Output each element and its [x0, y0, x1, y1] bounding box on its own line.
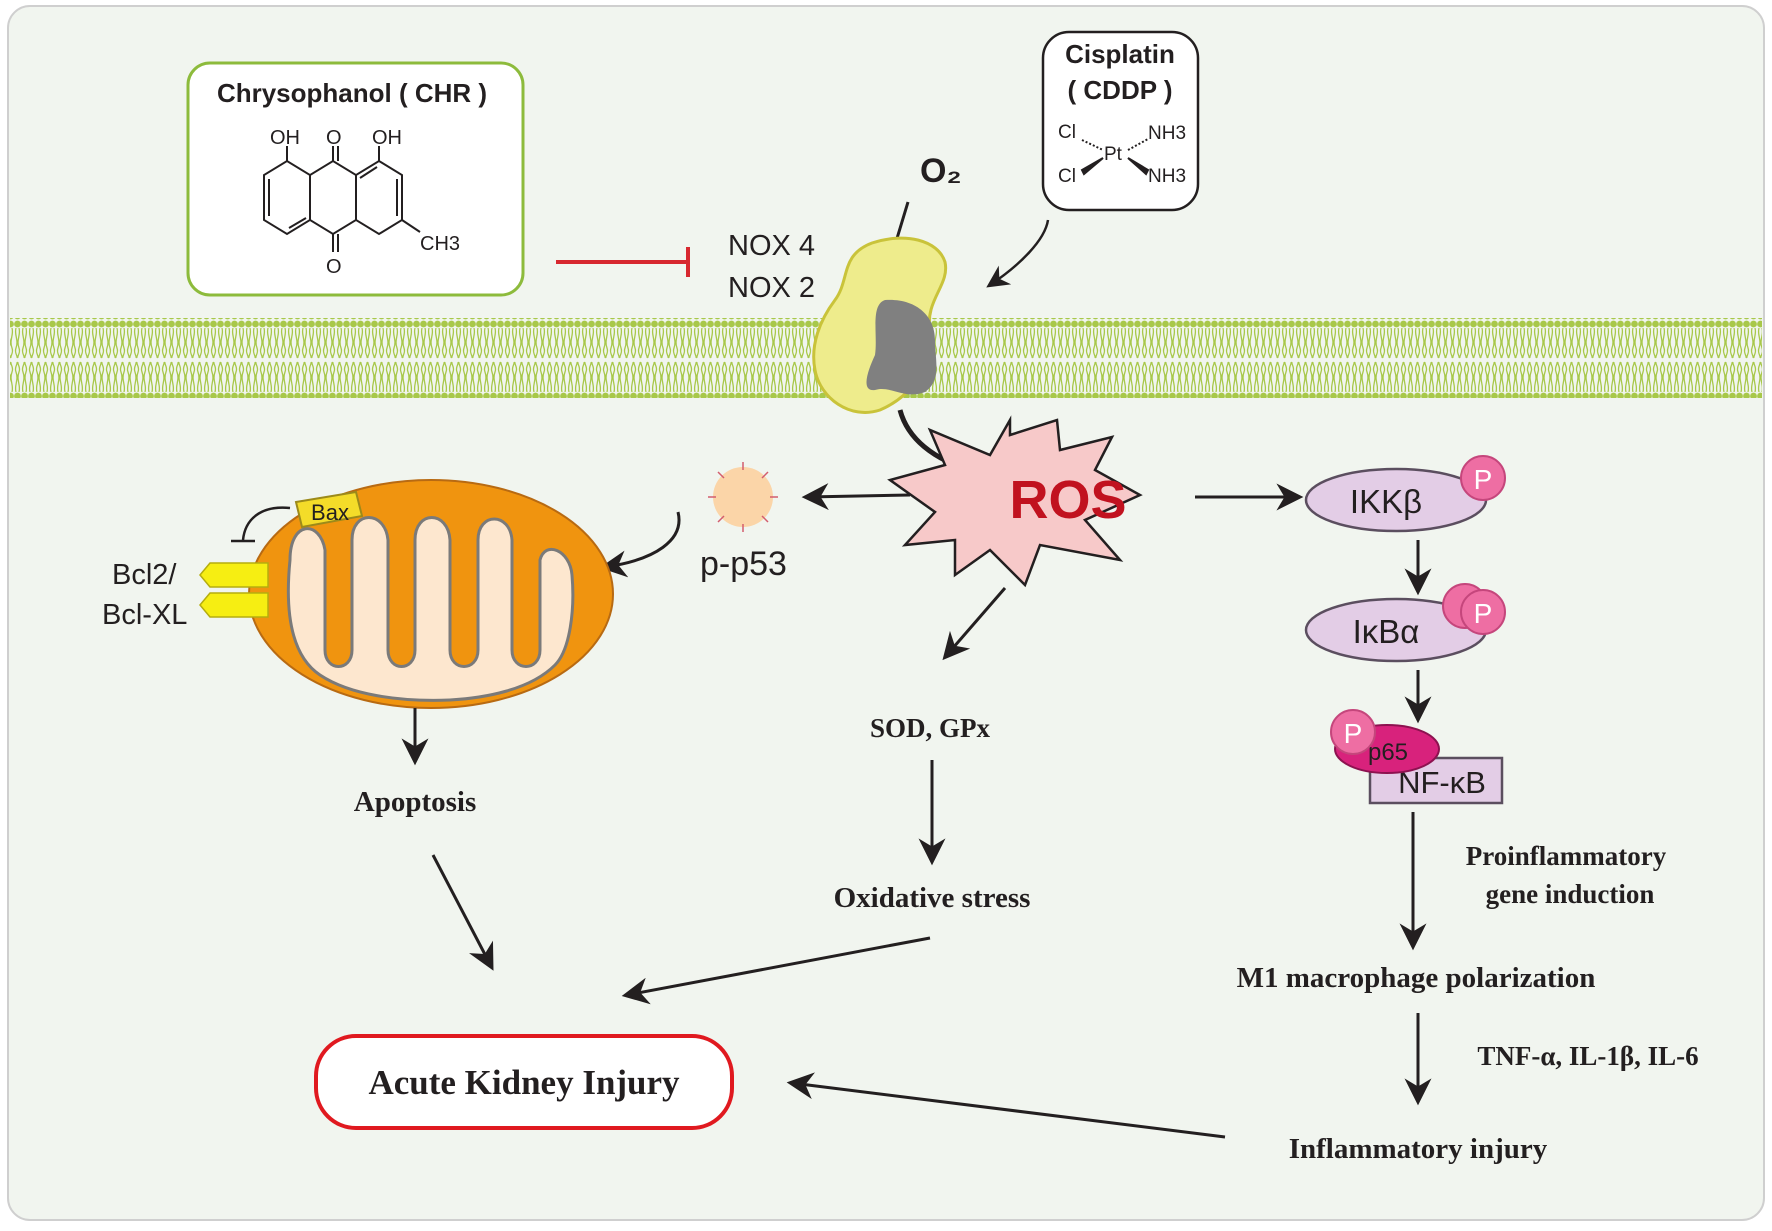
p-p65-label: P — [1344, 718, 1363, 749]
ch3-label: CH3 — [420, 233, 460, 255]
o2-label: O₂ — [920, 152, 962, 190]
gene-induction-label: gene induction — [1486, 879, 1655, 909]
background-panel — [7, 5, 1765, 1221]
ikba-label: IκBα — [1353, 613, 1420, 650]
nox-enzyme — [812, 236, 948, 414]
cddp-label: ( CDDP ) — [1068, 75, 1173, 105]
apoptosis-label: Apoptosis — [354, 786, 477, 818]
mitochondrion — [248, 479, 614, 709]
ros-to-p53-arrow — [801, 483, 911, 511]
oxidative-to-aki-arrow — [621, 936, 931, 1005]
oh-left-label: OH — [270, 127, 300, 149]
pt-label: Pt — [1104, 144, 1123, 165]
injury-to-aki-arrow — [786, 1072, 1226, 1139]
bcl2-label: Bcl2/ — [112, 559, 177, 591]
cisplatin-bonds — [1080, 138, 1150, 176]
p53-to-mito-arrow — [599, 511, 681, 578]
nox2-label: NOX 2 — [728, 272, 815, 304]
apoptosis-to-aki-arrow — [431, 854, 494, 971]
chrysophanol-structure — [263, 146, 421, 252]
aki-box: Acute Kidney Injury — [314, 1034, 734, 1130]
oxidative-stress-label: Oxidative stress — [834, 882, 1031, 914]
m1-polarization-label: M1 macrophage polarization — [1237, 962, 1596, 994]
o-top-label: O — [326, 127, 342, 149]
p53-particle — [708, 462, 778, 532]
phospho-p65 — [1330, 709, 1376, 755]
phospho-ikba-2 — [1460, 589, 1506, 635]
p-ikk-label: P — [1474, 464, 1493, 495]
cl-top-label: Cl — [1058, 122, 1076, 143]
aki-label: Acute Kidney Injury — [368, 1063, 680, 1102]
oh-right-label: OH — [372, 127, 402, 149]
cl-bottom-label: Cl — [1058, 166, 1076, 187]
nox4-label: NOX 4 — [728, 230, 815, 262]
nh3-bottom-label: NH3 — [1148, 166, 1186, 187]
sod-label: SOD, GPx — [870, 713, 991, 743]
ros-label: ROS — [1009, 470, 1126, 530]
cytokines-label: TNF-α, IL-1β, IL-6 — [1477, 1041, 1698, 1071]
bax-protein: Bax — [294, 490, 364, 529]
chrysophanol-label: Chrysophanol ( CHR ) — [217, 78, 487, 108]
nfkb-complex: NF-κB p65 P — [1330, 709, 1504, 805]
phospho-ikk — [1460, 455, 1506, 501]
ros-to-sod-arrow — [942, 587, 1007, 661]
cisplatin-box: Cisplatin ( CDDP ) Cl Cl Pt NH3 NH3 — [1041, 30, 1200, 212]
chrysophanol-box: Chrysophanol ( CHR ) OH O OH CH3 O — [186, 61, 525, 297]
proinflammatory-label: Proinflammatory — [1466, 841, 1667, 871]
ros-burst: ROS — [887, 415, 1143, 588]
p53-label: p-p53 — [700, 545, 787, 583]
bax-label: Bax — [311, 500, 349, 525]
p-ikba-label: P — [1474, 598, 1493, 629]
p65-label: p65 — [1368, 739, 1408, 766]
inhibition-arrow — [556, 247, 690, 277]
inflammatory-injury-label: Inflammatory injury — [1289, 1133, 1548, 1165]
cisplatin-label: Cisplatin — [1065, 39, 1175, 69]
bcl2-protein — [199, 562, 269, 618]
cisplatin-arrow — [986, 219, 1050, 288]
o-bottom-label: O — [326, 256, 342, 278]
bax-inhibit-line — [241, 506, 291, 541]
nh3-top-label: NH3 — [1148, 123, 1186, 144]
ikk-beta-label: IKKβ — [1350, 483, 1422, 520]
ikba-protein: IκBα P — [1304, 583, 1506, 663]
ikk-beta-protein: IKKβ P — [1304, 455, 1506, 533]
bclxl-label: Bcl-XL — [102, 599, 187, 631]
